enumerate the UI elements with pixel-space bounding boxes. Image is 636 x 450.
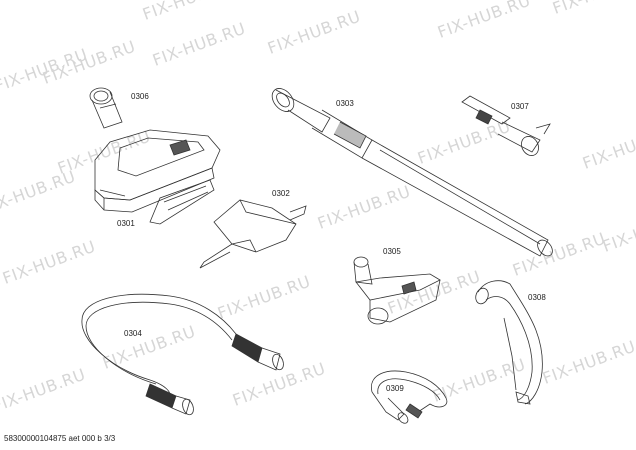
- part-label-0306: 0306: [131, 92, 149, 101]
- part-label-0305: 0305: [383, 247, 401, 256]
- turbo-brush-drawing: [353, 256, 441, 325]
- part-label-0308: 0308: [528, 293, 546, 302]
- crevice-tool-drawing: [461, 95, 551, 156]
- part-label-0301: 0301: [117, 219, 135, 228]
- telescopic-tube-drawing: [271, 88, 553, 257]
- upholstery-nozzle-drawing: [199, 199, 307, 269]
- part-label-0304: 0304: [124, 329, 142, 338]
- part-label-0302: 0302: [272, 189, 290, 198]
- part-label-0307: 0307: [511, 102, 529, 111]
- floor-nozzle-drawing: [89, 87, 221, 225]
- document-footer: 58300000104875 aet 000 b 3/3: [4, 434, 116, 443]
- part-label-0309: 0309: [386, 384, 404, 393]
- suction-hose-drawing: [81, 293, 284, 416]
- part-label-0303: 0303: [336, 99, 354, 108]
- flexible-hose-drawing: [371, 370, 448, 424]
- hose-handle-drawing: [475, 280, 543, 405]
